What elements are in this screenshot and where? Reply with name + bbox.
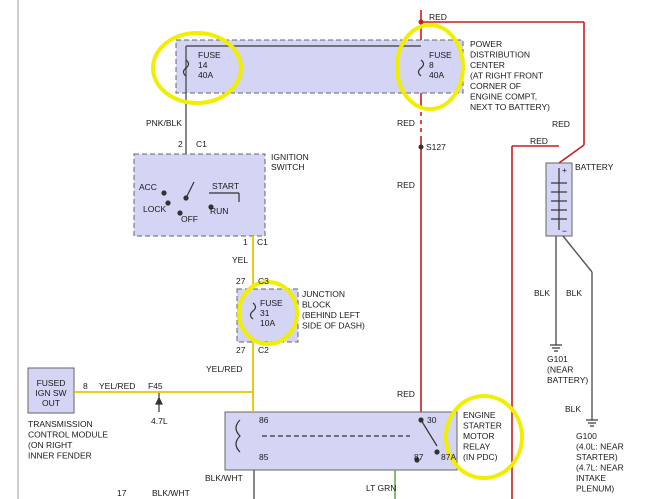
wire-blk-3: BLK [565, 404, 581, 414]
pdc-label-line-6: NEXT TO BATTERY) [470, 102, 550, 112]
wire-s127: S127 [426, 142, 446, 152]
ign-acc-label: ACC [139, 182, 157, 192]
relay-pin-87a: 87A [441, 452, 456, 462]
ignition-switch-box [133, 153, 266, 237]
wire-red-top: RED [429, 12, 447, 22]
relay-pin-30: 30 [427, 415, 437, 425]
wire-yel: YEL [232, 255, 248, 265]
fused-ign-pin: 8 [83, 381, 88, 391]
tcm-label-line-1: CONTROL MODULE [28, 430, 108, 440]
relay-label-line-4: (IN PDC) [463, 452, 498, 462]
wire-blk-1: BLK [534, 288, 550, 298]
g101-label-line-1: (NEAR [547, 365, 573, 375]
fuse-symbols [182, 59, 425, 320]
jb-pin-top: 27 [236, 276, 246, 286]
g100-label-line-0: G100 [576, 431, 597, 441]
fuse-14-label-line-0: FUSE [198, 50, 221, 60]
ign-run-label: RUN [210, 206, 228, 216]
wire-47l: 4.7L [151, 416, 168, 426]
ign-pin-top: 2 [178, 139, 183, 149]
battery-label: BATTERY [575, 162, 614, 172]
pdc-label-line-0: POWER [470, 39, 502, 49]
ign-conn-top: C1 [196, 139, 207, 149]
junction-block-label-line-1: BLOCK [302, 300, 331, 310]
g100-label-line-5: PLENUM) [576, 484, 614, 494]
wire-yel-red-1: YEL/RED [206, 364, 242, 374]
g101-label-line-0: G101 [547, 354, 568, 364]
wire-lt-grn: LT GRN [366, 483, 396, 493]
pdc-label-line-3: (AT RIGHT FRONT [470, 71, 543, 81]
wire-pin-17: 17 [117, 488, 127, 498]
pdc-label-line-1: DISTRIBUTION [470, 50, 530, 60]
relay-pin-87: 87 [414, 452, 424, 462]
fuse-8-label-line-0: FUSE [429, 50, 452, 60]
ignition-switch-contacts [161, 181, 240, 216]
relay-internals [235, 417, 440, 463]
junction-block-label-line-2: (BEHIND LEFT [302, 310, 360, 320]
g101-label-line-2: BATTERY) [547, 375, 588, 385]
pdc-label-line-2: CENTER [470, 60, 505, 70]
wire-blk-wht-2: BLK/WHT [152, 488, 190, 498]
battery-cells [551, 168, 567, 230]
junction-block-label-line-0: JUNCTION [302, 289, 345, 299]
wire-yel-red-2: YEL/RED [99, 381, 135, 391]
wire-pnk-blk: PNK/BLK [146, 118, 182, 128]
relay-label-line-1: STARTER [463, 421, 502, 431]
jb-conn-bottom: C2 [258, 345, 269, 355]
ign-pin-bottom: 1 [243, 237, 248, 247]
wire-red-3: RED [397, 389, 415, 399]
wire-red-1: RED [397, 118, 415, 128]
g100-label-line-1: (4.0L: NEAR [576, 442, 624, 452]
fuse-31-label-line-2: 10A [260, 318, 275, 328]
fuse-8-label-line-2: 40A [429, 70, 444, 80]
wire-red-5: RED [530, 136, 548, 146]
tcm-label-line-0: TRANSMISSION [28, 419, 93, 429]
g100-label-line-4: INTAKE [576, 473, 606, 483]
relay-pin-86: 86 [259, 415, 269, 425]
fused-ign-sw-out-box [27, 367, 75, 414]
fused-ign-sw-out-label-line-1: IGN SW [35, 388, 66, 398]
g100-label-line-3: (4.7L: NEAR [576, 463, 624, 473]
fuse-8-label-line-1: 8 [429, 60, 434, 70]
fuse-31-label-line-0: FUSE [260, 298, 283, 308]
jb-pin-bottom: 27 [236, 345, 246, 355]
relay-label-line-0: ENGINE [463, 410, 496, 420]
power-distribution-center-box [175, 39, 464, 94]
ign-conn-bottom: C1 [257, 237, 268, 247]
pdc-label-line-4: CORNER OF [470, 81, 521, 91]
fused-ign-sw-out-label-line-0: FUSED [37, 378, 66, 388]
tcm-label-line-3: INNER FENDER [28, 451, 92, 461]
yellow-wires [74, 236, 254, 412]
highlight-circles [151, 23, 524, 480]
fuse-31-label-line-1: 31 [260, 308, 270, 318]
ground-symbols [155, 344, 598, 427]
wire-blk-wht-1: BLK/WHT [205, 473, 243, 483]
pdc-label-line-5: ENGINE COMPT, [470, 92, 537, 102]
ign-off-label: OFF [181, 214, 198, 224]
wire-blk-2: BLK [566, 288, 582, 298]
ignition-switch-label-line-1: SWITCH [271, 162, 305, 172]
battery-plus: + [562, 165, 567, 175]
jb-conn-top: C3 [258, 276, 269, 286]
splice-dot-red [418, 19, 424, 25]
g100-label-line-2: STARTER) [576, 452, 618, 462]
ign-start-label: START [212, 181, 239, 191]
relay-label-line-3: RELAY [463, 442, 491, 452]
wire-red-4: RED [552, 119, 570, 129]
ign-lock-label: LOCK [143, 204, 166, 214]
ignition-switch-label-line-0: IGNITION [271, 152, 309, 162]
relay-label-line-2: MOTOR [463, 431, 494, 441]
fused-ign-sw-out-label-line-2: OUT [42, 398, 60, 408]
splice-dot-s127 [418, 144, 424, 150]
junction-block-label-line-3: SIDE OF DASH) [302, 321, 365, 331]
fuse-14-label-line-1: 14 [198, 60, 208, 70]
wire-red-2: RED [397, 180, 415, 190]
battery-minus: − [562, 226, 567, 236]
fuse-14-label-line-2: 40A [198, 70, 213, 80]
relay-pin-85: 85 [259, 452, 269, 462]
wire-f45: F45 [148, 381, 163, 391]
tcm-label-line-2: (ON RIGHT [28, 440, 72, 450]
